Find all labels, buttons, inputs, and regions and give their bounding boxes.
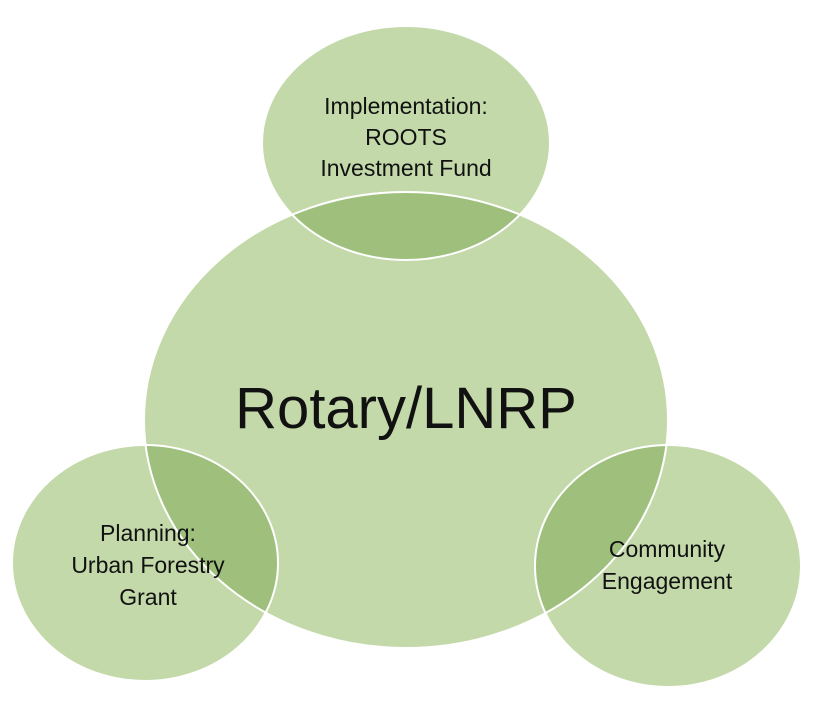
center-label: Rotary/LNRP	[235, 376, 577, 441]
community-outline	[534, 444, 802, 688]
planning-label-line-3: Grant	[119, 584, 177, 610]
implementation-outline	[261, 25, 551, 261]
planning-label-line-2: Urban Forestry	[71, 552, 225, 578]
planning-outline	[11, 444, 279, 682]
center-circle	[144, 192, 668, 648]
center-outline	[143, 191, 669, 649]
planning-label-line-1: Planning:	[100, 520, 196, 546]
implementation-label-line-3: Investment Fund	[320, 155, 491, 181]
implementation-label-line-1: Implementation:	[324, 93, 488, 119]
community-label-line-2: Engagement	[602, 568, 733, 594]
implementation-label-line-2: ROOTS	[365, 124, 447, 150]
community-label-line-1: Community	[609, 536, 726, 562]
